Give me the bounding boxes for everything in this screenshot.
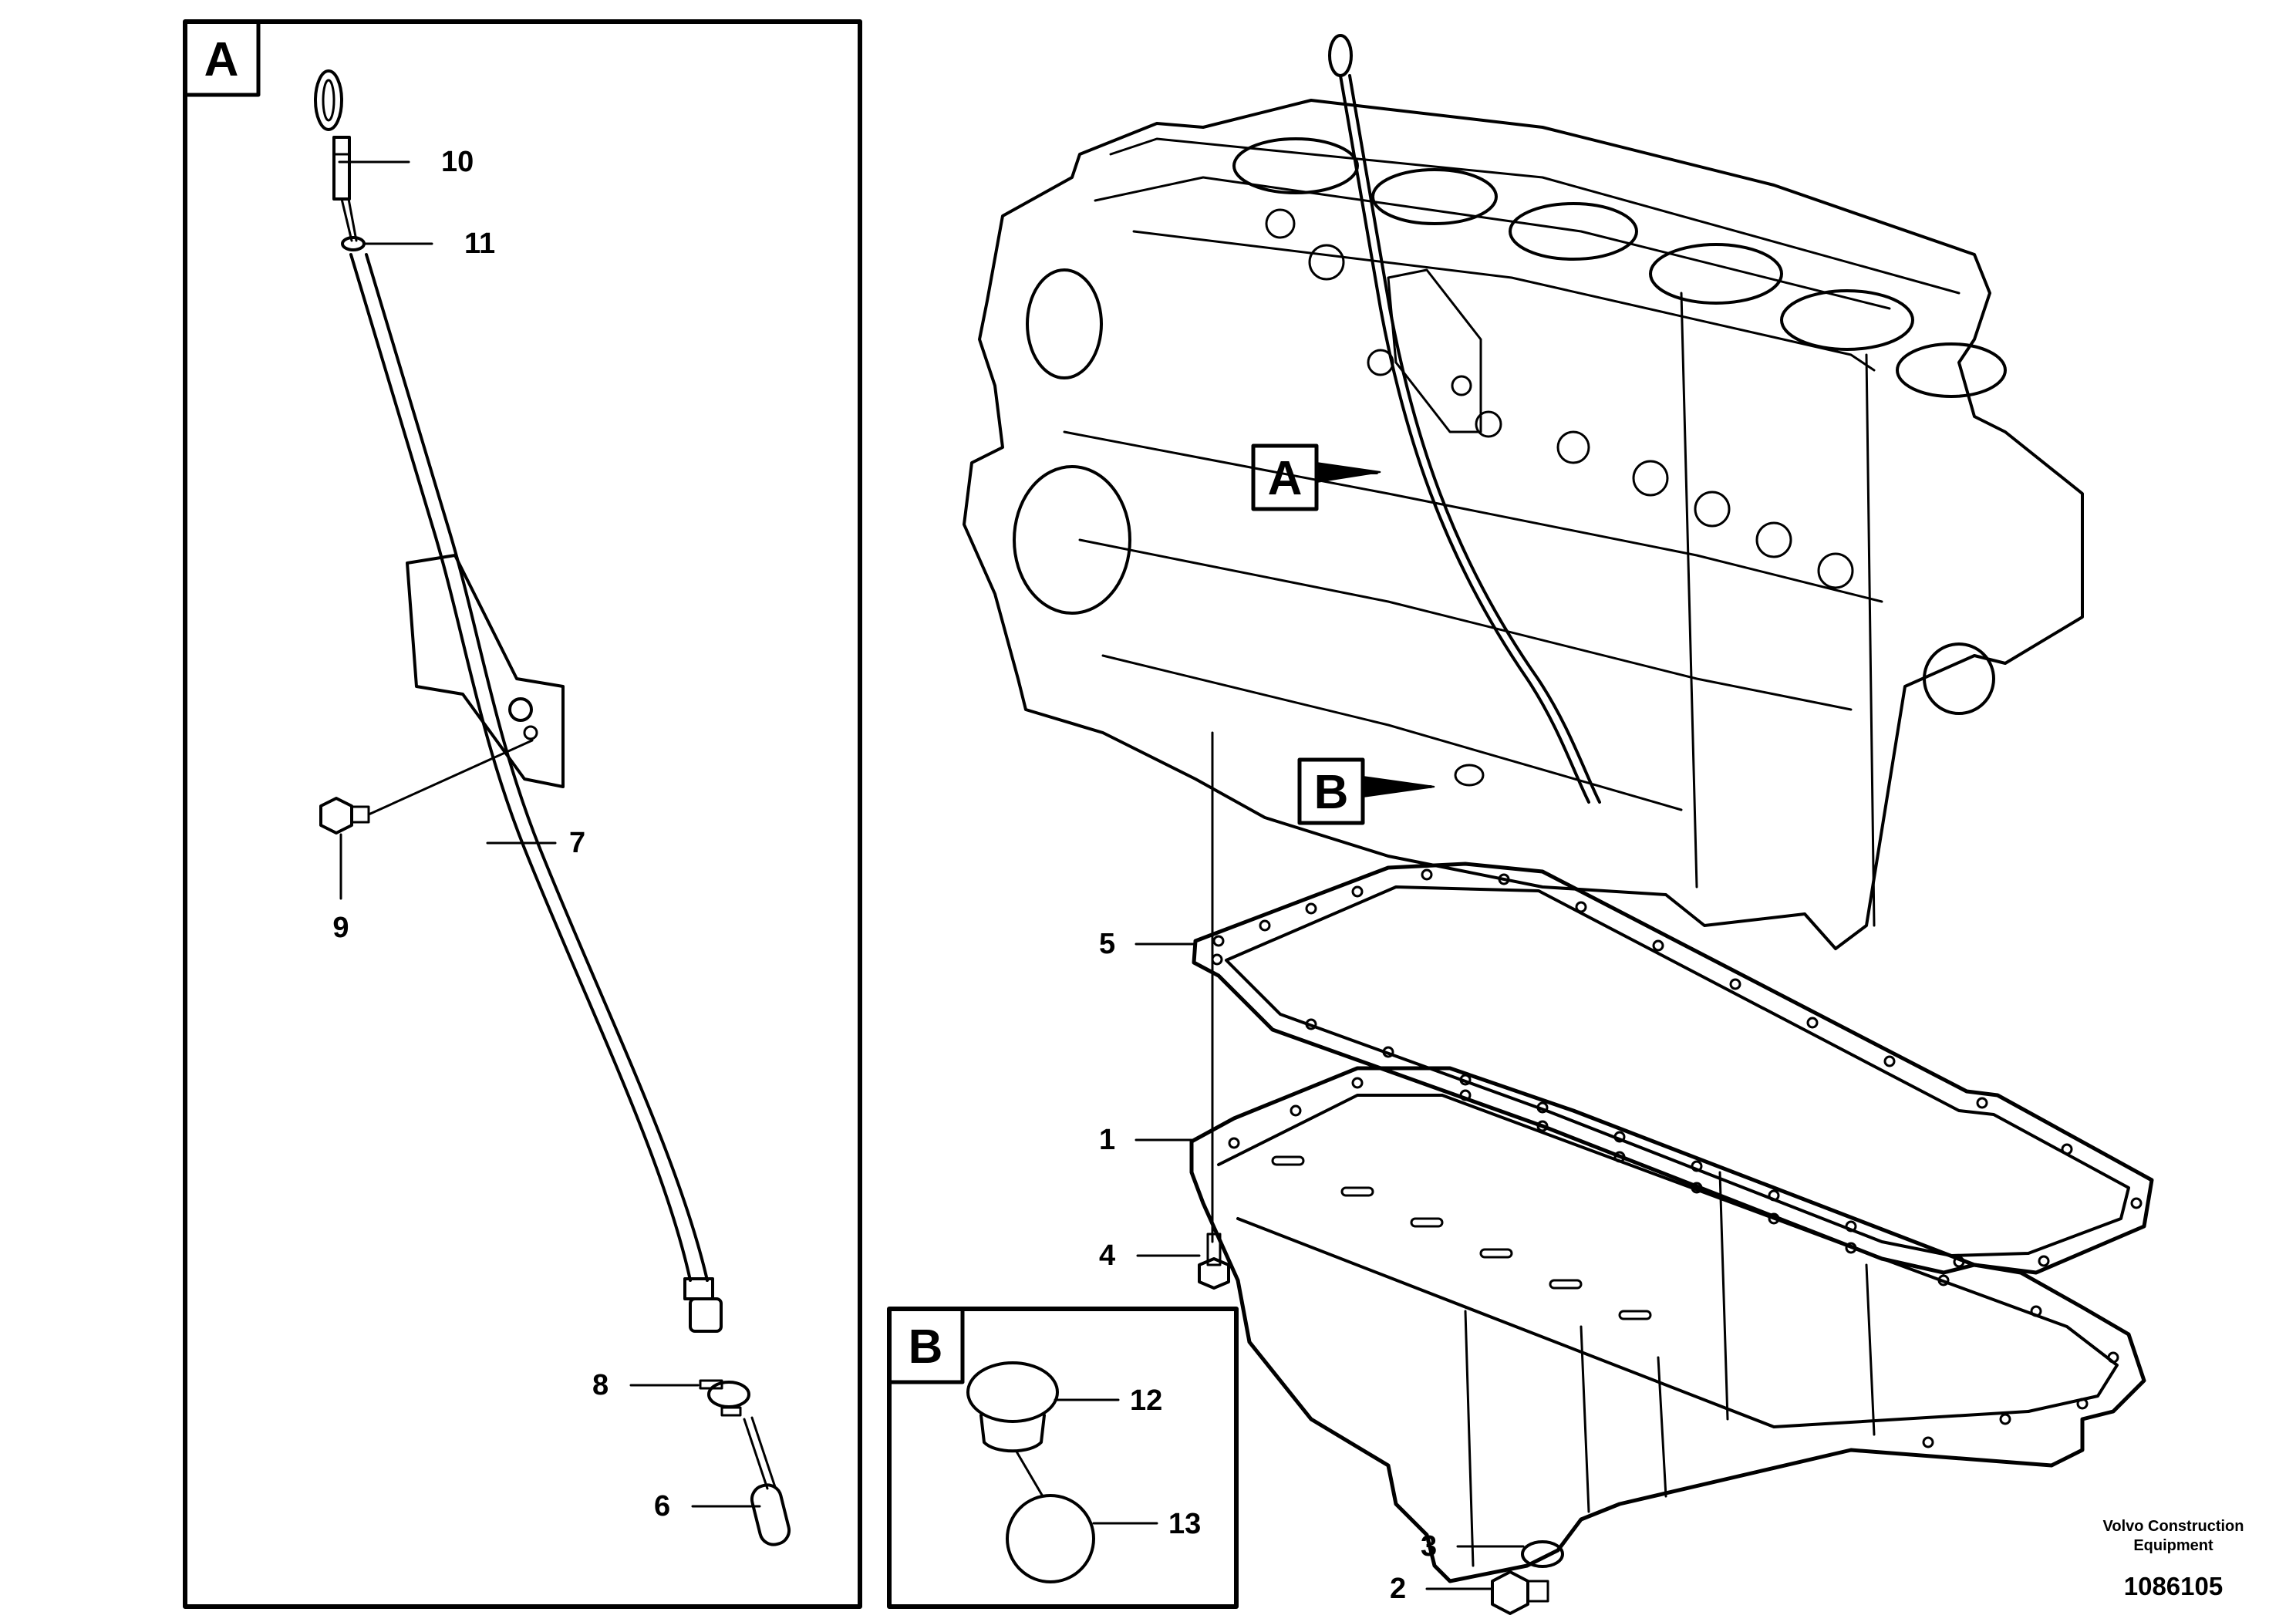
- detail-view-b-label-box: [887, 1307, 965, 1384]
- callout-3: 3: [1421, 1530, 1437, 1563]
- brand-line-2: Equipment: [2133, 1537, 2213, 1554]
- detail-view-a-label-box: [183, 19, 261, 97]
- callout-11: 11: [464, 228, 495, 260]
- engine-block: [963, 34, 2084, 950]
- callout-1: 1: [1099, 1124, 1115, 1156]
- callout-13: 13: [1168, 1508, 1201, 1540]
- callout-8: 8: [592, 1369, 609, 1401]
- detail-view-a: A: [183, 19, 862, 1609]
- pan-bolt-icon: [1198, 1233, 1230, 1290]
- pointer-b-label: B: [1314, 766, 1349, 819]
- pointer-a: A: [1251, 443, 1381, 511]
- oil-pan-slots: [1271, 1155, 1652, 1320]
- tube-bracket: [406, 554, 565, 788]
- drain-plug-icon: [1491, 1570, 1549, 1615]
- oil-pan: [1189, 1066, 2146, 1583]
- callout-7: 7: [569, 827, 585, 859]
- dipstick-end-cap: [750, 1483, 791, 1546]
- callout-5: 5: [1099, 928, 1115, 960]
- dipstick-handle: [314, 69, 351, 201]
- callout-12: 12: [1130, 1384, 1162, 1417]
- seal-disc: [1006, 1494, 1095, 1583]
- tube-clip: [699, 1379, 750, 1417]
- pointer-a-label: A: [1268, 452, 1303, 505]
- o-ring: [341, 236, 366, 251]
- drain-washer: [1521, 1540, 1564, 1568]
- brand-line-1: Volvo Construction: [2103, 1518, 2244, 1535]
- callout-4: 4: [1099, 1239, 1115, 1272]
- oil-pan-gasket: [1192, 862, 2154, 1275]
- dipstick-tube: [349, 253, 723, 1333]
- bolt-icon: [319, 797, 370, 835]
- callout-9: 9: [332, 912, 349, 944]
- document-number: 1086105: [2124, 1572, 2223, 1600]
- bracket-hole: [508, 697, 533, 722]
- dipstick-rod: [340, 197, 358, 242]
- callout-10: 10: [441, 146, 474, 178]
- plug-icon: [966, 1361, 1059, 1453]
- oil-pan-bolt-holes: [1228, 1077, 2119, 1448]
- detail-view-b: B: [887, 1307, 1239, 1609]
- pointer-b: B: [1297, 757, 1435, 825]
- cylinder-bores: [1232, 137, 2007, 398]
- callout-2: 2: [1390, 1573, 1406, 1605]
- callout-6: 6: [654, 1490, 670, 1523]
- detail-view-a-label: A: [204, 33, 239, 86]
- detail-view-b-label: B: [909, 1320, 943, 1374]
- gasket-bolt-holes: [1211, 868, 2143, 1268]
